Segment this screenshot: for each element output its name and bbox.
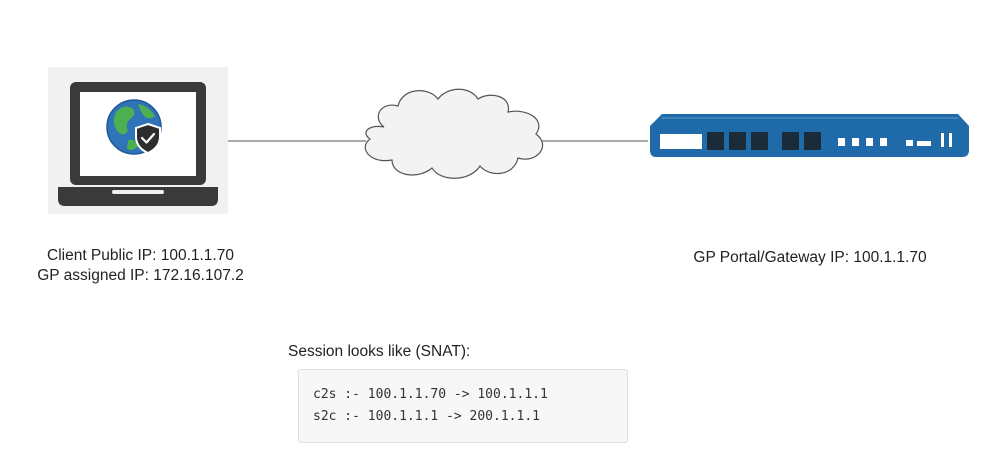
- session-title: Session looks like (SNAT):: [288, 343, 471, 360]
- session-code-box: c2s :- 100.1.1.70 -> 100.1.1.1 s2c :- 10…: [298, 369, 628, 443]
- cloud-icon: [364, 88, 544, 179]
- client-public-ip-text: Client Public IP: 100.1.1.70: [47, 247, 234, 264]
- session-line-s2c: s2c :- 100.1.1.1 -> 200.1.1.1: [313, 409, 540, 424]
- firewall-appliance-icon: [650, 114, 969, 157]
- gateway-ip-text: GP Portal/Gateway IP: 100.1.1.70: [693, 249, 927, 266]
- client-label: Client Public IP: 100.1.1.70 GP assigned…: [0, 246, 281, 286]
- globe-shield-icon: [106, 99, 162, 155]
- client-assigned-ip-text: GP assigned IP: 172.16.107.2: [37, 267, 244, 284]
- session-line-c2s: c2s :- 100.1.1.70 -> 100.1.1.1: [313, 387, 548, 402]
